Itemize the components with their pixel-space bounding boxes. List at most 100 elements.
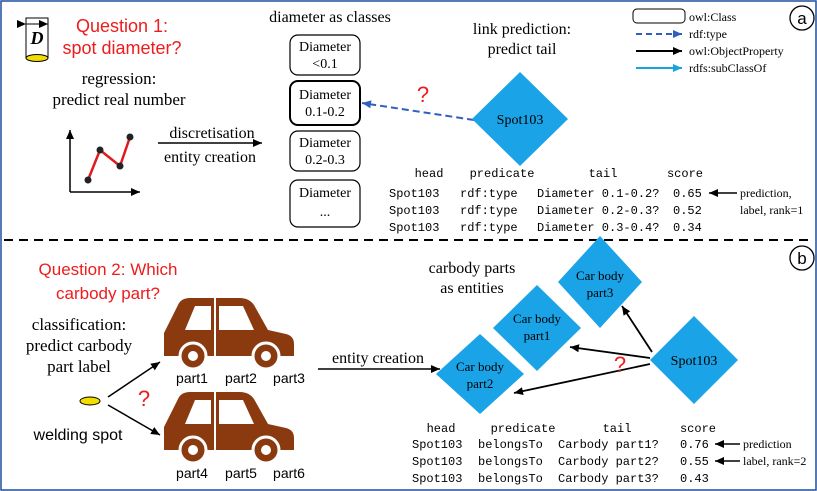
table-a-cell: 0.52 [673, 204, 702, 218]
table-b-cell: Spot103 [412, 455, 462, 469]
table-b-cell: belongsTo [478, 438, 543, 452]
car-body-part2-node: Car body part2 [436, 334, 524, 414]
diameter-symbol: D [30, 28, 44, 48]
table-a-cell: rdf:type [460, 187, 518, 201]
arrow-to-car-bottom [107, 404, 161, 436]
spot103-node-a: Spot103 [472, 72, 568, 166]
table-b-cell: Carbody part1? [558, 438, 659, 452]
car-bottom-part6: part6 [273, 465, 305, 481]
car-top-part3: part3 [273, 370, 305, 386]
panel-tag-b-label: b [797, 249, 806, 268]
car-top-part1: part1 [176, 370, 208, 386]
table-b-cell: belongsTo [478, 472, 543, 486]
legend-object-property: owl:ObjectProperty [689, 44, 784, 58]
class-box-range: 0.1-0.2 [305, 105, 345, 120]
entities-heading-line1: carbody parts [429, 260, 516, 277]
class-box-lt-0.1: Diameter <0.1 [289, 34, 361, 76]
note-a-line1: prediction, [740, 186, 792, 200]
table-b-cell: 0.43 [680, 472, 709, 486]
prediction-table-a: head predicate tail score Spot103 rdf:ty… [389, 167, 703, 235]
prediction-table-b: head predicate tail score Spot103 belong… [412, 422, 716, 486]
discretisation-label: discretisation [169, 125, 254, 142]
legend-rdf-type: rdf:type [689, 27, 727, 41]
panel-tag-b: b [789, 245, 815, 271]
classification-line3: part label [47, 357, 111, 376]
table-a-header-head: head [415, 167, 444, 181]
table-a-cell: Spot103 [389, 187, 439, 201]
table-b-cell: Spot103 [412, 472, 462, 486]
link-prediction-line2: predict tail [488, 41, 557, 58]
car-body-part3-node: Car body part3 [558, 236, 642, 328]
question-2-line2: carbody part? [56, 284, 160, 303]
rdf-type-dashed-arrow [361, 100, 475, 121]
class-box-title: Diameter [299, 40, 351, 55]
table-a-cell: Diameter 0.3-0.4? [537, 221, 659, 235]
table-b-cell: Carbody part2? [558, 455, 659, 469]
note-b-line2: label, rank=2 [743, 454, 806, 468]
question-2-line1: Question 2: Which [39, 260, 178, 279]
panel-tag-a: a [789, 5, 815, 31]
regression-line2: predict real number [52, 90, 185, 109]
link-prediction-line1: link prediction: [473, 21, 571, 38]
note-b-line1: prediction [743, 437, 792, 451]
classification-line1: classification: [32, 315, 126, 334]
table-b-header-predicate: predicate [491, 422, 556, 436]
arrow-spot-to-part2 [513, 363, 651, 396]
table-a-cell: rdf:type [460, 221, 518, 235]
class-box-0.2-0.3: Diameter 0.2-0.3 [289, 130, 361, 172]
class-box-range: ... [320, 205, 331, 220]
table-b-cell: 0.76 [680, 438, 709, 452]
entities-heading-line2: as entities [440, 280, 504, 297]
class-box-0.1-0.2: Diameter 0.1-0.2 [289, 80, 361, 126]
question-mark-b2: ? [614, 352, 626, 377]
car-top-part2: part2 [225, 370, 257, 386]
part-node-title: Car body [576, 268, 625, 283]
panel-tag-a-label: a [797, 9, 807, 28]
regression-line1: regression: [82, 69, 157, 88]
cylinder-icon: D [17, 17, 49, 62]
arrow-to-car-top [107, 361, 161, 398]
welding-spot-icon [79, 396, 101, 406]
car-bottom-part4: part4 [176, 465, 208, 481]
table-a-cell: Spot103 [389, 204, 439, 218]
table-a-cell: Diameter 0.2-0.3? [537, 204, 659, 218]
table-a-cell: 0.34 [673, 221, 702, 235]
question-1-line1: Question 1: [76, 16, 168, 36]
table-a-cell: Spot103 [389, 221, 439, 235]
table-b-cell: Spot103 [412, 438, 462, 452]
class-box-title: Diameter [299, 136, 351, 151]
legend-owl-class: owl:Class [689, 10, 737, 24]
question-mark-b: ? [138, 386, 150, 411]
spot103-node-b: Spot103 [650, 316, 738, 404]
classes-heading: diameter as classes [269, 9, 391, 26]
classification-line2: predict carbody [26, 336, 133, 355]
regression-chart-icon [66, 130, 140, 196]
car-icon-bottom [164, 392, 294, 465]
note-a-line2: label, rank=1 [740, 203, 803, 217]
spot103-label: Spot103 [671, 354, 718, 369]
car-bottom-part5: part5 [225, 465, 257, 481]
class-box-title: Diameter [299, 88, 351, 103]
part-node-title: Car body [456, 359, 505, 374]
table-a-cell: rdf:type [460, 204, 518, 218]
table-b-cell: belongsTo [478, 455, 543, 469]
table-b-cell: 0.55 [680, 455, 709, 469]
table-a-cell: Diameter 0.1-0.2? [537, 187, 659, 201]
question-mark-a: ? [417, 82, 429, 107]
legend: owl:Class rdf:type owl:ObjectProperty rd… [632, 8, 784, 75]
table-a-header-predicate: predicate [470, 167, 535, 181]
table-b-cell: Carbody part3? [558, 472, 659, 486]
question-1-line2: spot diameter? [62, 38, 181, 58]
entity-creation-label-b: entity creation [332, 350, 424, 367]
part-node-name: part2 [467, 376, 494, 391]
entity-creation-label-a: entity creation [164, 149, 256, 166]
part-node-title: Car body [513, 311, 562, 326]
table-a-header-tail: tail [589, 167, 618, 181]
part-node-name: part3 [587, 285, 614, 300]
arrow-spot-to-part1 [569, 344, 651, 359]
table-b-header-score: score [680, 422, 716, 436]
spot103-label: Spot103 [497, 113, 544, 128]
part-node-name: part1 [524, 328, 551, 343]
